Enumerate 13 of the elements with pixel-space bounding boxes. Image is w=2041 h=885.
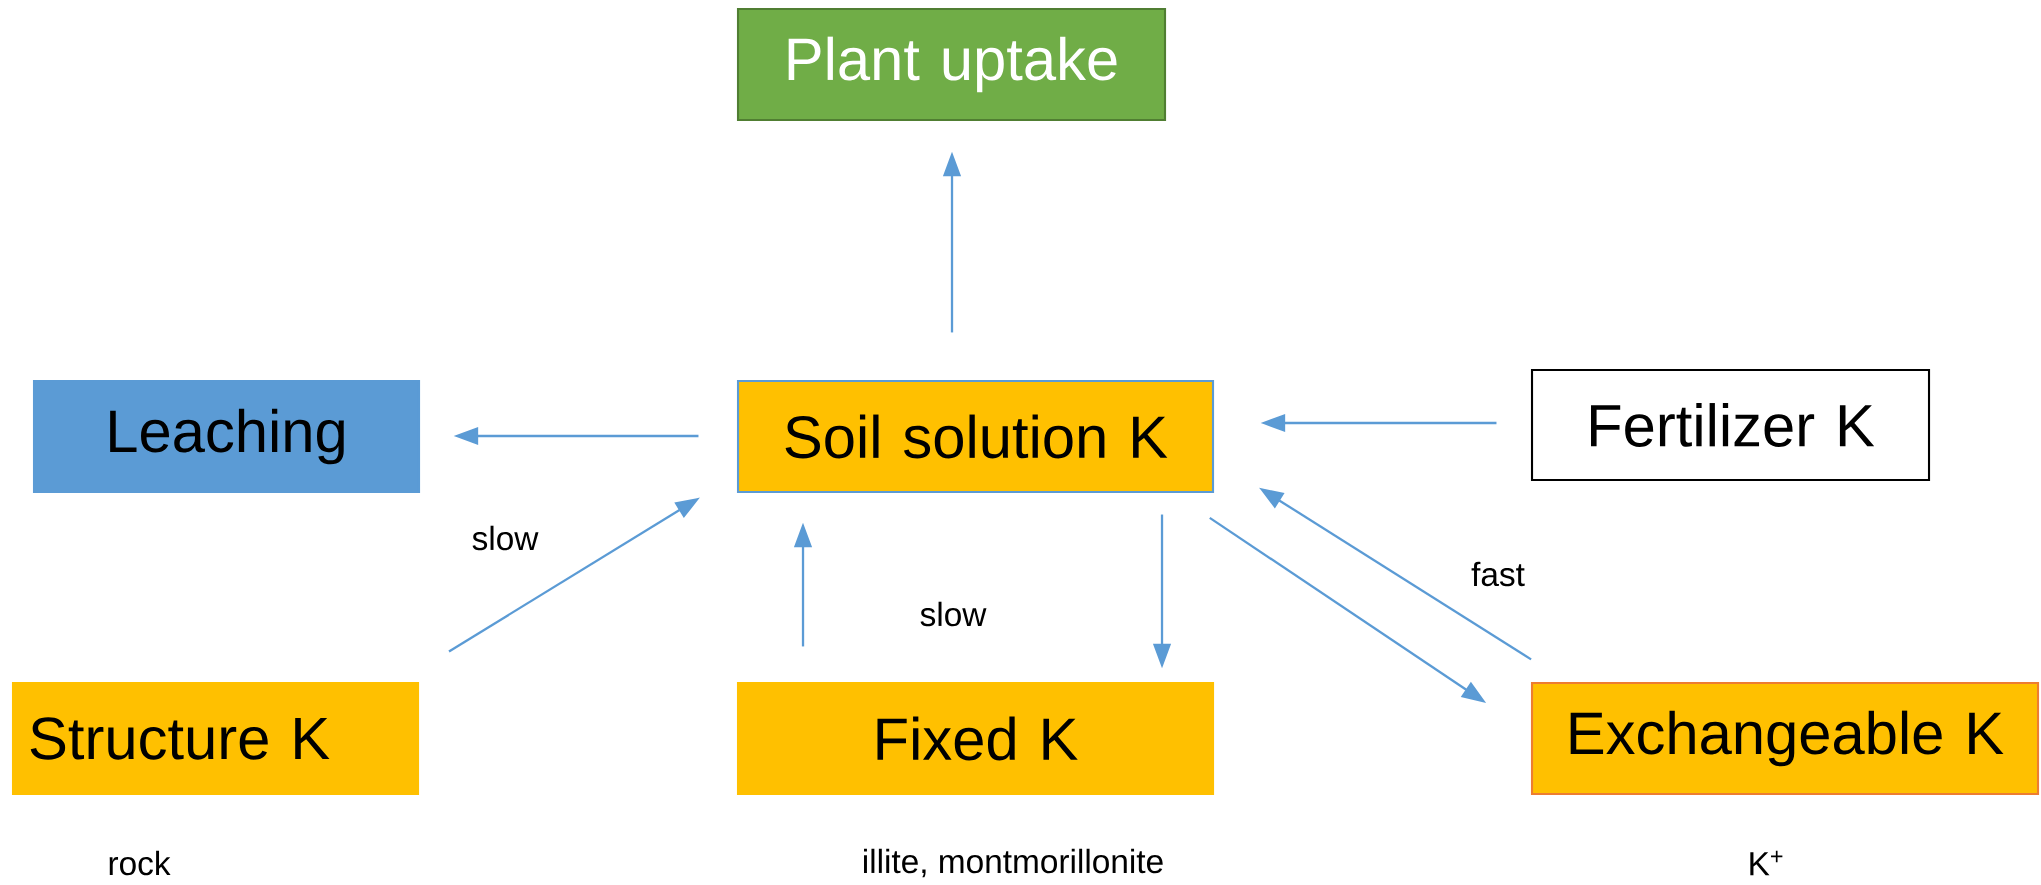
process-box: Plant uptake (736, 7, 1167, 122)
edge-label: slow (468, 522, 542, 554)
process-box: Structure K (11, 681, 420, 796)
edge-label: fast (1467, 558, 1529, 590)
process-box: Leaching (32, 379, 421, 494)
process-box: Exchangeable K (1530, 681, 2040, 796)
process-box: Soil solution K (736, 379, 1215, 494)
caption-text: K$^{+}$ (1750, 850, 1783, 876)
process-box: Fertilizer K (1530, 368, 1931, 482)
process-box: Fixed K (736, 681, 1215, 796)
edge-label: slow (916, 598, 990, 630)
caption-text: rock (109, 850, 171, 876)
caption-text: illite, montmorillonite (864, 848, 1163, 878)
